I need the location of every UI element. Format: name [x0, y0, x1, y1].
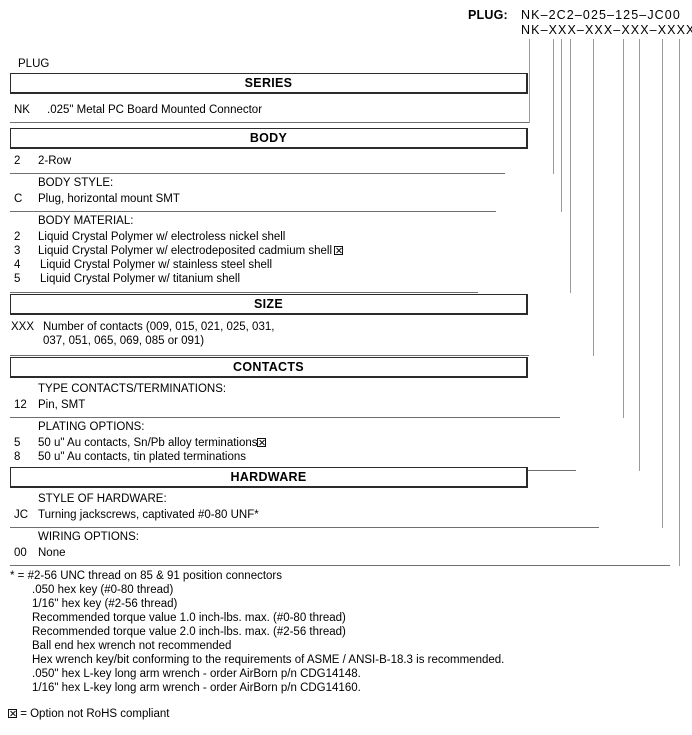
leader-contact-type [623, 39, 624, 418]
section-title-series: SERIES [244, 76, 293, 90]
size-text-continuation: 037, 051, 065, 069, 085 or 091) [43, 335, 205, 347]
section-header-series: SERIES [10, 73, 528, 94]
part-number-header: PLUG: NK–2C2–025–125–JC00 NK–XXX–XXX–XXX… [0, 0, 692, 52]
footnote-6: Hex wrench key/bit conforming to the req… [32, 654, 505, 666]
footnote-5: Ball end hex wrench not recommended [32, 640, 232, 652]
plating-text-8: 50 u" Au contacts, tin plated terminatio… [38, 451, 247, 463]
leader-body-style [561, 39, 562, 212]
size-text-xxx: Number of contacts (009, 015, 021, 025, … [43, 321, 275, 333]
footnote-4: Recommended torque value 2.0 inch-lbs. m… [32, 626, 346, 638]
wiring-text-00: None [38, 547, 66, 559]
section-header-size: SIZE [10, 294, 528, 315]
hardware-style-code-jc: JC [14, 509, 29, 521]
body-material-text-5: Liquid Crystal Polymer w/ titanium shell [40, 273, 241, 285]
leader-wiring [679, 39, 680, 566]
contact-type-text-12: Pin, SMT [38, 399, 86, 411]
body-material-code-4: 4 [14, 259, 21, 271]
section-title-hardware: HARDWARE [230, 470, 307, 484]
heading-hardware-style: STYLE OF HARDWARE: [38, 493, 167, 505]
part-number-mask: NK–XXX–XXX–XXX–XXXX [521, 23, 692, 37]
body-material-text-4: Liquid Crystal Polymer w/ stainless stee… [40, 259, 273, 271]
section-title-contacts: CONTACTS [233, 360, 304, 374]
rohs-legend: = Option not RoHS compliant [8, 708, 169, 720]
rohs-legend-text: = Option not RoHS compliant [20, 708, 170, 720]
divider-series [10, 122, 529, 123]
divider-body-style [10, 211, 496, 212]
plug-caption: PLUG [18, 58, 50, 70]
rohs-flag-plating-5 [257, 437, 266, 449]
divider-body-row [10, 173, 505, 174]
body-material-text-2: Liquid Crystal Polymer w/ electroless ni… [38, 231, 286, 243]
leader-size [593, 39, 594, 356]
part-number-label: PLUG: [468, 8, 508, 22]
rohs-x-box-icon [334, 246, 343, 255]
part-number-example: NK–2C2–025–125–JC00 [521, 8, 681, 22]
footnote-8: 1/16" hex L-key long arm wrench - order … [32, 682, 361, 694]
section-header-contacts: CONTACTS [10, 357, 528, 378]
leader-series [529, 39, 530, 123]
divider-size [10, 355, 529, 356]
body-row-text-2: 2-Row [38, 155, 72, 167]
plating-text-5: 50 u" Au contacts, Sn/Pb alloy terminati… [38, 437, 258, 449]
leader-plating [639, 39, 640, 471]
heading-plating: PLATING OPTIONS: [38, 421, 145, 433]
divider-body-material [10, 292, 478, 293]
leader-body-material [570, 39, 571, 293]
footnote-0: * = #2-56 UNC thread on 85 & 91 position… [10, 570, 283, 582]
body-material-code-2: 2 [14, 231, 21, 243]
series-text-nk: .025" Metal PC Board Mounted Connector [47, 104, 263, 116]
size-code-xxx: XXX [11, 321, 35, 333]
plating-code-8: 8 [14, 451, 21, 463]
body-material-code-3: 3 [14, 245, 21, 257]
rohs-x-box-icon [8, 709, 17, 718]
heading-body-material: BODY MATERIAL: [38, 215, 134, 227]
section-header-body: BODY [10, 128, 528, 149]
body-row-code-2: 2 [14, 155, 21, 167]
body-material-text-3: Liquid Crystal Polymer w/ electrodeposit… [38, 245, 333, 257]
footnote-7: .050" hex L-key long arm wrench - order … [32, 668, 361, 680]
footnote-1: .050 hex key (#0-80 thread) [32, 584, 174, 596]
contact-type-code-12: 12 [14, 399, 27, 411]
divider-hardware-style [10, 527, 599, 528]
heading-body-style: BODY STYLE: [38, 177, 114, 189]
plating-code-5: 5 [14, 437, 21, 449]
body-style-code-c: C [14, 193, 23, 205]
heading-wiring: WIRING OPTIONS: [38, 531, 139, 543]
part-number-breakdown-sheet: PLUG SERIES NK .025" Metal PC Board Moun… [0, 39, 692, 735]
body-material-code-5: 5 [14, 273, 21, 285]
divider-contact-type [10, 417, 560, 418]
footnote-2: 1/16" hex key (#2-56 thread) [32, 598, 178, 610]
hardware-style-text-jc: Turning jackscrews, captivated #0-80 UNF… [38, 509, 259, 521]
section-header-hardware: HARDWARE [10, 467, 528, 488]
body-style-text-c: Plug, horizontal mount SMT [38, 193, 180, 205]
footnote-3: Recommended torque value 1.0 inch-lbs. m… [32, 612, 346, 624]
leader-body-row [553, 39, 554, 174]
series-code-nk: NK [14, 104, 30, 116]
wiring-code-00: 00 [14, 547, 27, 559]
section-title-size: SIZE [254, 297, 283, 311]
rohs-flag-body-material-3 [334, 245, 343, 257]
divider-wiring [10, 565, 670, 566]
rohs-x-box-icon [257, 438, 266, 447]
leader-hardware-style [662, 39, 663, 528]
section-title-body: BODY [249, 131, 288, 145]
heading-contact-type: TYPE CONTACTS/TERMINATIONS: [38, 383, 227, 395]
